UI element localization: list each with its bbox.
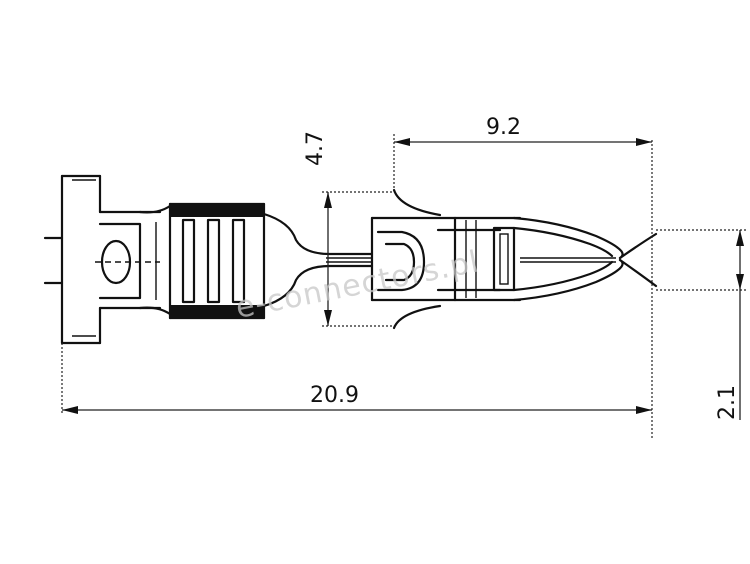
overall-length-label: 20.9 — [310, 383, 359, 408]
watermark: e-connectors.pl — [233, 244, 482, 326]
dim-insulation-height: 4.7 — [303, 131, 394, 327]
contact-body — [370, 188, 522, 330]
contact-springs — [512, 216, 658, 302]
rear-flange — [43, 174, 162, 345]
contact-length-label: 9.2 — [486, 115, 521, 140]
dim-overall-length: 20.9 — [61, 140, 653, 440]
contact-height-label: 2.1 — [715, 385, 740, 420]
insulation-crimp — [138, 202, 266, 320]
dim-contact-length: 9.2 — [393, 115, 652, 190]
dim-contact-height: 2.1 — [656, 229, 748, 420]
neck — [262, 212, 374, 308]
insulation-height-label: 4.7 — [303, 131, 328, 166]
